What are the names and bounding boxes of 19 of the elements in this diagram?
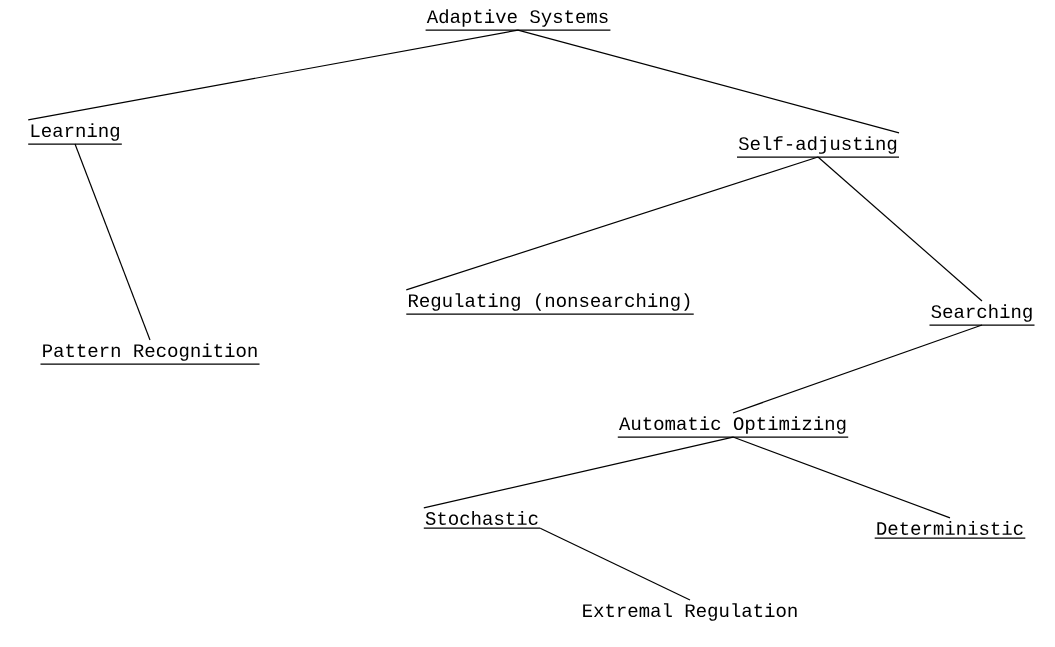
connector-line	[539, 527, 691, 601]
connector-line	[817, 156, 983, 302]
underlined-label: Pattern Recognition	[39, 343, 261, 365]
underlined-label: Regulating (nonsearching)	[405, 293, 695, 315]
connector-line	[423, 436, 734, 509]
connector-line	[27, 29, 519, 121]
underlined-label: Stochastic	[423, 511, 541, 529]
underlined-label: Self-adjusting	[736, 136, 900, 158]
connector-line	[405, 156, 819, 291]
connector-line	[74, 143, 151, 341]
underlined-label: Searching	[928, 304, 1036, 326]
connector-line	[732, 324, 983, 414]
connector-line	[517, 29, 900, 134]
text-label: Extremal Regulation	[583, 603, 797, 621]
underlined-label: Learning	[27, 123, 123, 145]
underlined-label: Automatic Optimizing	[617, 416, 849, 438]
underlined-label: Adaptive Systems	[425, 9, 611, 31]
connector-line	[732, 436, 951, 519]
underlined-label: Deterministic	[874, 521, 1026, 539]
